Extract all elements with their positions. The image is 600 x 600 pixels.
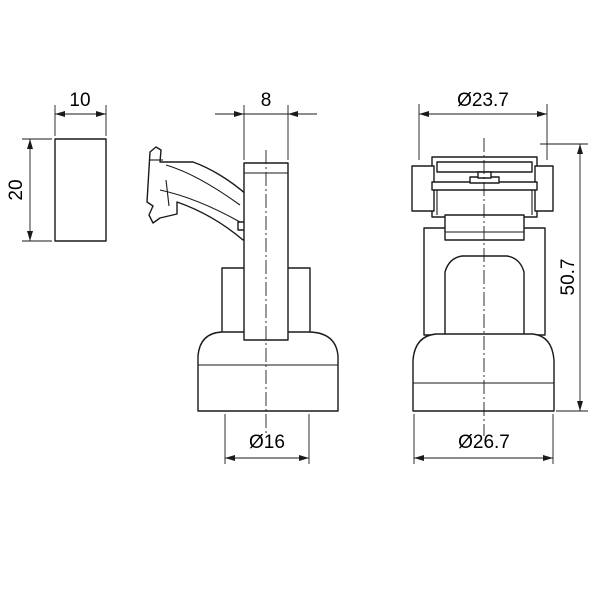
front-base bbox=[412, 333, 555, 412]
side-top-label: 8 bbox=[261, 90, 272, 111]
side-top-dimension: 8 bbox=[215, 90, 317, 160]
front-view: Ø23.7 50.7 Ø26.7 bbox=[411, 90, 588, 464]
front-height-label: 50.7 bbox=[558, 259, 579, 296]
block-body bbox=[54, 138, 107, 242]
side-view: 8 Ø16 bbox=[146, 90, 339, 464]
block-width-dimension: 10 bbox=[54, 90, 107, 136]
front-base-label: Ø26.7 bbox=[458, 432, 510, 453]
front-inner-cap bbox=[444, 255, 525, 339]
side-base bbox=[197, 331, 339, 412]
front-top-housing bbox=[411, 156, 554, 241]
clip-arm bbox=[146, 146, 255, 241]
front-top-dimension: Ø23.7 bbox=[418, 90, 548, 160]
block-width-label: 10 bbox=[69, 90, 90, 111]
front-height-dimension: 50.7 bbox=[540, 143, 588, 412]
front-base-dimension: Ø26.7 bbox=[413, 414, 554, 464]
side-base-dimension: Ø16 bbox=[224, 414, 310, 464]
block-height-dimension: 20 bbox=[6, 138, 52, 242]
front-top-label: Ø23.7 bbox=[457, 90, 509, 111]
block-view: 10 20 bbox=[6, 90, 107, 242]
side-base-label: Ø16 bbox=[249, 432, 285, 453]
block-height-label: 20 bbox=[6, 179, 27, 200]
